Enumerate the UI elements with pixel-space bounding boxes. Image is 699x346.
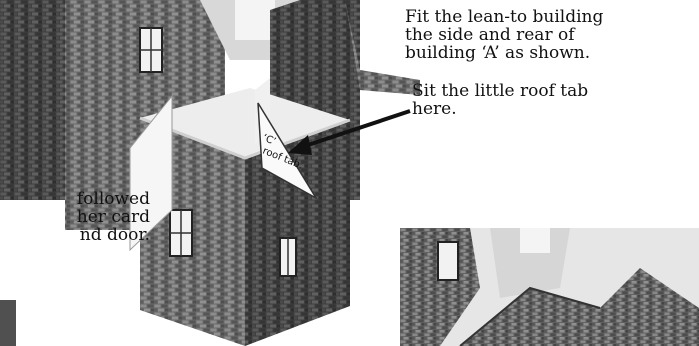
instruction-fit-lean-to: Fit the lean-to building the side and re… bbox=[405, 8, 695, 62]
instruction-sit-roof-tab: Sit the little roof tab here. bbox=[412, 82, 672, 118]
instruction-partial-left: followed her card nd door. bbox=[0, 190, 150, 244]
pointer-arrow-icon bbox=[280, 105, 420, 165]
model-photo-inset bbox=[400, 228, 699, 346]
model-photo-main: ‘C’ roof tab. bbox=[0, 0, 420, 346]
